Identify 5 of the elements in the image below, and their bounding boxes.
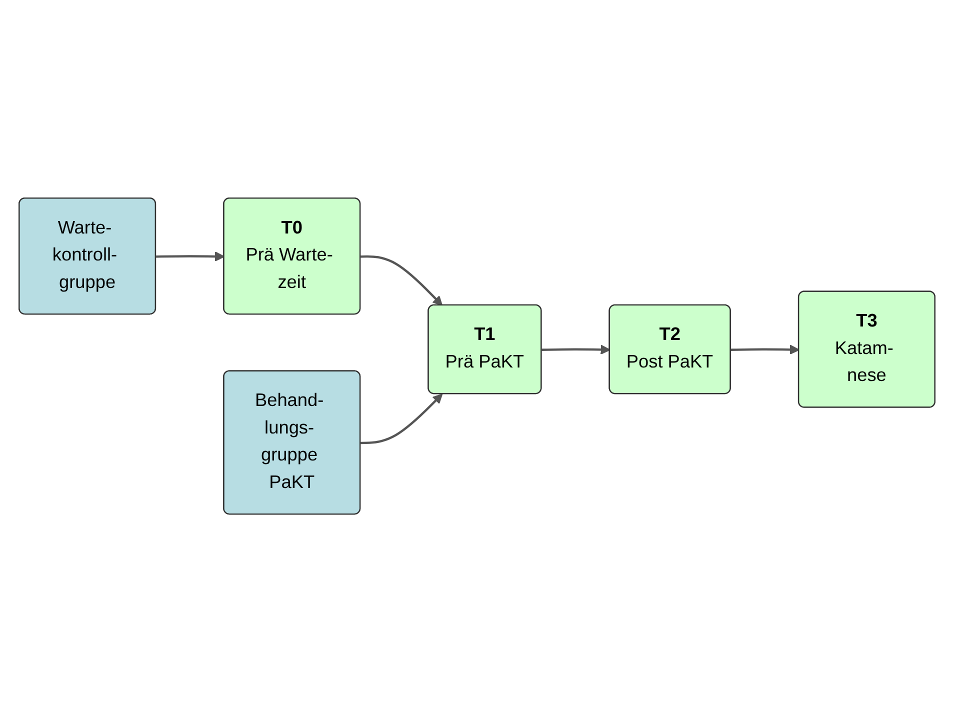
arrow (360, 394, 443, 445)
arrow (156, 252, 225, 262)
arrow (542, 345, 610, 356)
arrow (360, 256, 443, 306)
arrow (730, 345, 800, 356)
